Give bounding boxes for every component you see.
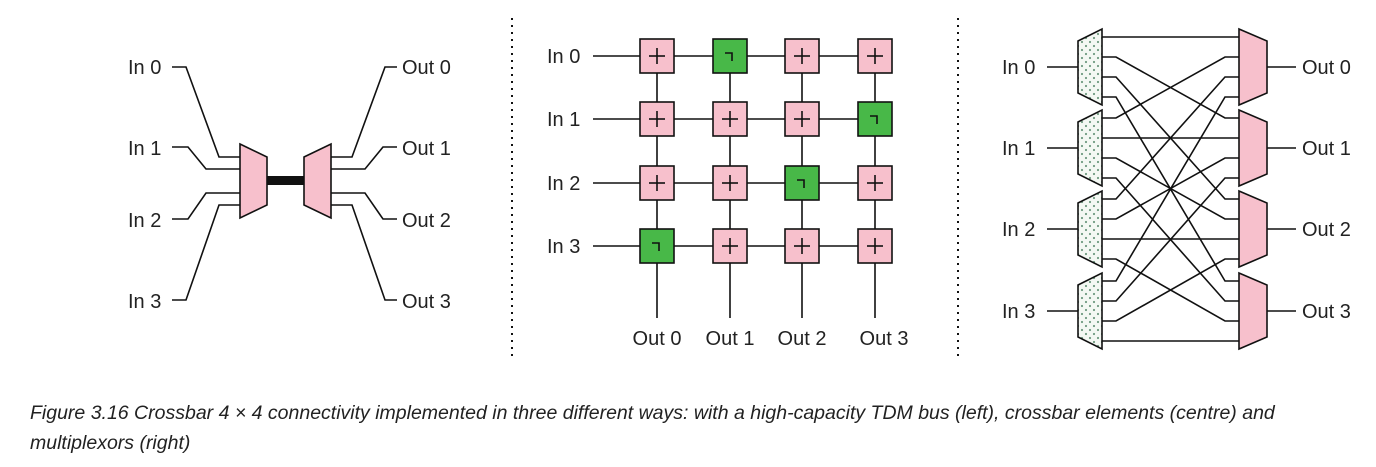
right-label-in-3: In 3 — [1002, 301, 1035, 323]
crossbar-element — [712, 165, 748, 201]
crossbar-figure: In 0 In 1 In 2 In 3 Out 0 Out 1 Out 2 Ou… — [128, 18, 1351, 357]
left-output-wires — [331, 66, 397, 301]
left-label-out-2: Out 2 — [402, 210, 451, 232]
mux-out-3 — [1238, 271, 1268, 351]
center-label-in-2: In 2 — [547, 173, 580, 195]
left-label-in-3: In 3 — [128, 291, 161, 313]
multiplexor-panel: In 0 In 1 In 2 In 3 Out 0 Out 1 Out 2 Ou… — [1002, 27, 1351, 351]
center-label-out-0: Out 0 — [633, 328, 682, 350]
mux-out-2 — [1238, 189, 1268, 269]
tdm-input-mux — [239, 142, 268, 220]
left-label-in-1: In 1 — [128, 138, 161, 160]
right-label-in-0: In 0 — [1002, 57, 1035, 79]
tdm-output-demux — [303, 142, 332, 220]
right-input-wires — [1047, 66, 1078, 312]
crossbar-element — [784, 38, 820, 74]
crossbar-element — [639, 165, 675, 201]
crossbar-element-active — [784, 165, 820, 201]
crossbar-grid-panel: In 0 In 1 In 2 In 3 Out 0 Out 1 Out 2 Ou… — [547, 38, 909, 350]
crossbar-element — [857, 38, 893, 74]
crossbar-element-active — [639, 228, 675, 264]
crossbar-element — [784, 101, 820, 137]
right-label-out-3: Out 3 — [1302, 301, 1351, 323]
right-label-out-1: Out 1 — [1302, 138, 1351, 160]
center-label-out-2: Out 2 — [778, 328, 827, 350]
right-output-wires — [1267, 66, 1296, 312]
crossbar-element-active — [857, 101, 893, 137]
right-label-out-0: Out 0 — [1302, 57, 1351, 79]
crossbar-element — [712, 101, 748, 137]
center-label-in-3: In 3 — [547, 236, 580, 258]
demux-in-2 — [1077, 189, 1103, 269]
center-label-in-1: In 1 — [547, 109, 580, 131]
crossbar-element-active — [712, 38, 748, 74]
mux-out-0 — [1238, 27, 1268, 107]
mux-wire-in3-out2 — [1102, 258, 1239, 322]
tdm-bus-panel: In 0 In 1 In 2 In 3 Out 0 Out 1 Out 2 Ou… — [128, 57, 451, 313]
left-input-wires — [172, 66, 240, 301]
crossbar-element — [639, 38, 675, 74]
tdm-bus — [267, 176, 304, 185]
right-label-in-2: In 2 — [1002, 219, 1035, 241]
demux-in-1 — [1077, 108, 1103, 188]
crossbar-element — [784, 228, 820, 264]
center-label-out-1: Out 1 — [706, 328, 755, 350]
mux-wire-in3-out0 — [1102, 96, 1239, 282]
figure-caption: Figure 3.16 Crossbar 4 × 4 connectivity … — [30, 402, 1275, 454]
mux-out-1 — [1238, 108, 1268, 188]
right-label-in-1: In 1 — [1002, 138, 1035, 160]
crossbar-elements — [639, 38, 893, 264]
demux-in-3 — [1077, 271, 1103, 351]
right-label-out-2: Out 2 — [1302, 219, 1351, 241]
left-label-out-1: Out 1 — [402, 138, 451, 160]
demux-in-0 — [1077, 27, 1103, 107]
crossbar-element — [857, 165, 893, 201]
center-label-in-0: In 0 — [547, 46, 580, 68]
center-label-out-3: Out 3 — [860, 328, 909, 350]
left-label-in-2: In 2 — [128, 210, 161, 232]
crossbar-element — [712, 228, 748, 264]
left-label-out-3: Out 3 — [402, 291, 451, 313]
crossbar-element — [857, 228, 893, 264]
mux-wire-in1-out0 — [1102, 56, 1239, 119]
mux-wire-in2-out0 — [1102, 76, 1239, 200]
left-label-out-0: Out 0 — [402, 57, 451, 79]
mux-wire-in3-out1 — [1102, 177, 1239, 302]
crossbar-element — [639, 101, 675, 137]
left-label-in-0: In 0 — [128, 57, 161, 79]
mux-cross-wires — [1102, 36, 1239, 342]
